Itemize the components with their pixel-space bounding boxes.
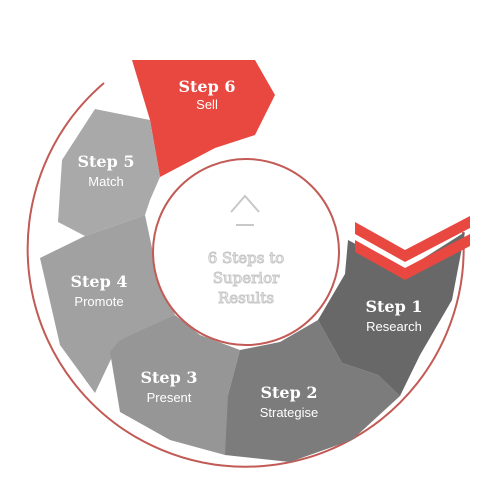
double-chevron-down-icon <box>355 216 470 262</box>
step-5-title: Step 5 <box>77 152 134 171</box>
step-1-title: Step 1 <box>365 297 422 316</box>
chevron-up-icon <box>230 194 260 226</box>
center-title-line1: 6 Steps to <box>208 249 285 267</box>
step-3-title: Step 3 <box>140 368 197 387</box>
step-6-segment[interactable] <box>132 60 275 177</box>
step-5-label: Match <box>88 174 123 189</box>
step-2-label: Strategise <box>260 405 319 420</box>
step-1-label: Research <box>366 319 422 334</box>
step-3-label: Present <box>147 390 192 405</box>
step-1-segment[interactable] <box>318 232 465 396</box>
step-5-segment[interactable] <box>58 109 160 236</box>
outer-ring-outline <box>26 82 465 468</box>
double-chevron-down-icon-lower <box>355 234 470 280</box>
step-6-title: Step 6 <box>178 77 235 96</box>
center-circle <box>152 158 340 346</box>
step-2-segment[interactable] <box>225 320 400 462</box>
step-6-label: Sell <box>196 97 218 112</box>
step-4-title: Step 4 <box>70 272 127 291</box>
center-title-line2: Superior <box>213 269 280 287</box>
step-3-segment[interactable] <box>110 315 240 455</box>
step-4-label: Promote <box>74 294 123 309</box>
center-title-line3: Results <box>218 289 274 307</box>
step-4-segment[interactable] <box>40 215 175 393</box>
step-2-title: Step 2 <box>260 383 317 402</box>
